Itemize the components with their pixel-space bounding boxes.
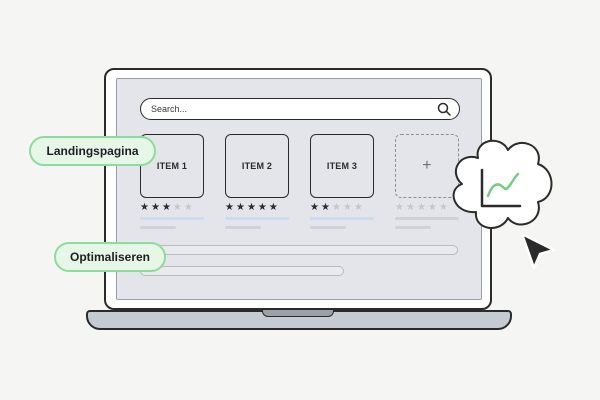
star-empty-icon: ★ [405, 202, 415, 213]
star-empty-icon: ★ [438, 202, 448, 213]
product-card-label: ITEM 2 [241, 161, 273, 171]
placeholder-bar [140, 266, 344, 276]
cursor-arrow-icon [520, 232, 556, 270]
tag-landingspagina: Landingspagina [29, 136, 156, 166]
star-filled-icon: ★ [161, 202, 171, 213]
tag-optimaliseren: Optimaliseren [54, 242, 166, 272]
star-filled-icon: ★ [235, 202, 245, 213]
placeholder-line [140, 217, 204, 220]
placeholder-line [140, 226, 176, 229]
laptop-notch [262, 310, 334, 317]
rating-stars-2: ★★★★★ [225, 203, 278, 213]
chart-cloud-badge [452, 139, 553, 229]
rating-stars-3: ★★★★★ [310, 203, 363, 213]
placeholder-line [225, 217, 289, 220]
rating-stars-empty: ★★★★★ [395, 203, 448, 213]
star-empty-icon: ★ [183, 202, 193, 213]
star-filled-icon: ★ [225, 202, 234, 213]
star-empty-icon: ★ [342, 202, 352, 213]
star-empty-icon: ★ [416, 202, 426, 213]
product-card-2[interactable]: ITEM 2 [225, 134, 289, 198]
placeholder-line [310, 226, 346, 229]
product-card-3[interactable]: ITEM 3 [310, 134, 374, 198]
star-empty-icon: ★ [331, 202, 341, 213]
product-card-label: ITEM 1 [156, 161, 188, 171]
star-filled-icon: ★ [320, 202, 330, 213]
placeholder-line [395, 226, 431, 229]
star-filled-icon: ★ [140, 202, 149, 213]
star-empty-icon: ★ [353, 202, 363, 213]
star-filled-icon: ★ [246, 202, 256, 213]
search-input[interactable] [151, 101, 421, 116]
placeholder-line [395, 217, 459, 220]
placeholder-line [225, 226, 261, 229]
line-chart-icon [480, 168, 522, 208]
search-icon[interactable] [437, 102, 451, 116]
search-bar[interactable] [140, 98, 460, 120]
placeholder-line [310, 217, 374, 220]
star-empty-icon: ★ [172, 202, 182, 213]
add-icon: + [422, 157, 432, 174]
star-empty-icon: ★ [395, 202, 404, 213]
star-empty-icon: ★ [427, 202, 437, 213]
star-filled-icon: ★ [150, 202, 160, 213]
product-card-label: ITEM 3 [326, 161, 358, 171]
star-filled-icon: ★ [257, 202, 267, 213]
star-filled-icon: ★ [268, 202, 278, 213]
placeholder-bar [140, 245, 458, 255]
rating-stars-1: ★★★★★ [140, 203, 193, 213]
star-filled-icon: ★ [310, 202, 319, 213]
